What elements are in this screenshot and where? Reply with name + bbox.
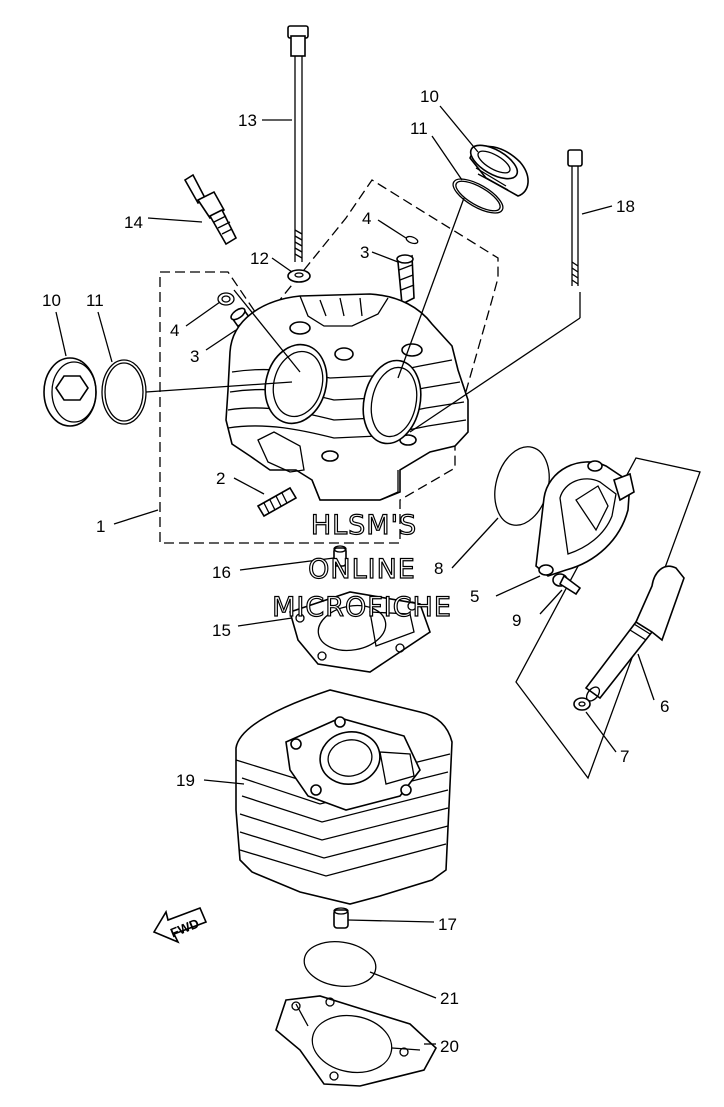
circlip-4-right: [405, 235, 419, 245]
stud-2: [256, 486, 298, 518]
breather-cover-5: [535, 460, 635, 577]
callout-9: 9: [512, 611, 521, 630]
callout-4-left: 4: [170, 321, 179, 340]
valve-guide-3-right: [396, 254, 415, 306]
cylinder-19: [235, 689, 453, 905]
o-ring-11-left: [101, 359, 147, 425]
o-ring-11-upper: [452, 178, 504, 214]
callout-3-right: 3: [360, 243, 369, 262]
callout-18: 18: [616, 197, 635, 216]
bolt-18: [567, 149, 583, 286]
hose-clip-7: [573, 697, 591, 711]
callout-labels: 1 2 3 3 4 4 5 6 7 8 9 10 10 11 11 12 13 …: [42, 87, 669, 1056]
callout-14: 14: [124, 213, 143, 232]
watermark: HLSM'S ONLINE MICROFICHE: [271, 509, 452, 623]
callout-17: 17: [438, 915, 457, 934]
forward-direction-arrow: FWD: [152, 906, 208, 944]
stud-bolt-13: [287, 25, 309, 262]
washer-12: [287, 269, 311, 283]
callout-2: 2: [216, 469, 225, 488]
tappet-cover-10-upper: [469, 144, 529, 197]
callout-4-right: 4: [362, 209, 371, 228]
dowel-pin-16: [333, 545, 347, 567]
callout-12: 12: [250, 249, 269, 268]
head-gasket-15: [289, 591, 431, 673]
base-gasket-20: [275, 995, 438, 1087]
circlip-4-left: [217, 292, 235, 306]
callout-7: 7: [620, 747, 629, 766]
callout-15: 15: [212, 621, 231, 640]
tappet-cover-10-left: [43, 357, 97, 427]
leader-lines: [55, 105, 655, 1045]
spark-plug-14: [183, 173, 238, 246]
watermark-line-2: ONLINE: [308, 554, 416, 585]
dowel-pin-17: [333, 907, 349, 929]
callout-13: 13: [238, 111, 257, 130]
callout-20: 20: [440, 1037, 459, 1056]
watermark-line-3: MICROFICHE: [272, 592, 452, 623]
callout-1: 1: [96, 517, 105, 536]
callout-11-left: 11: [86, 291, 104, 310]
breather-assembly-boundary: [515, 457, 701, 780]
callout-16: 16: [212, 563, 231, 582]
callout-21: 21: [440, 989, 459, 1008]
callout-5: 5: [470, 587, 479, 606]
o-ring-21: [303, 940, 377, 988]
callout-3-left: 3: [190, 347, 199, 366]
callout-10-left: 10: [42, 291, 61, 310]
callout-8: 8: [434, 559, 443, 578]
callout-6: 6: [660, 697, 669, 716]
callout-11-upper: 11: [410, 119, 428, 138]
breather-hose-6: [584, 565, 685, 702]
callout-19: 19: [176, 771, 195, 790]
watermark-line-1: HLSM'S: [311, 510, 417, 541]
cylinder-head-1: [225, 293, 469, 501]
screw-9: [552, 573, 582, 596]
callout-10-upper: 10: [420, 87, 439, 106]
